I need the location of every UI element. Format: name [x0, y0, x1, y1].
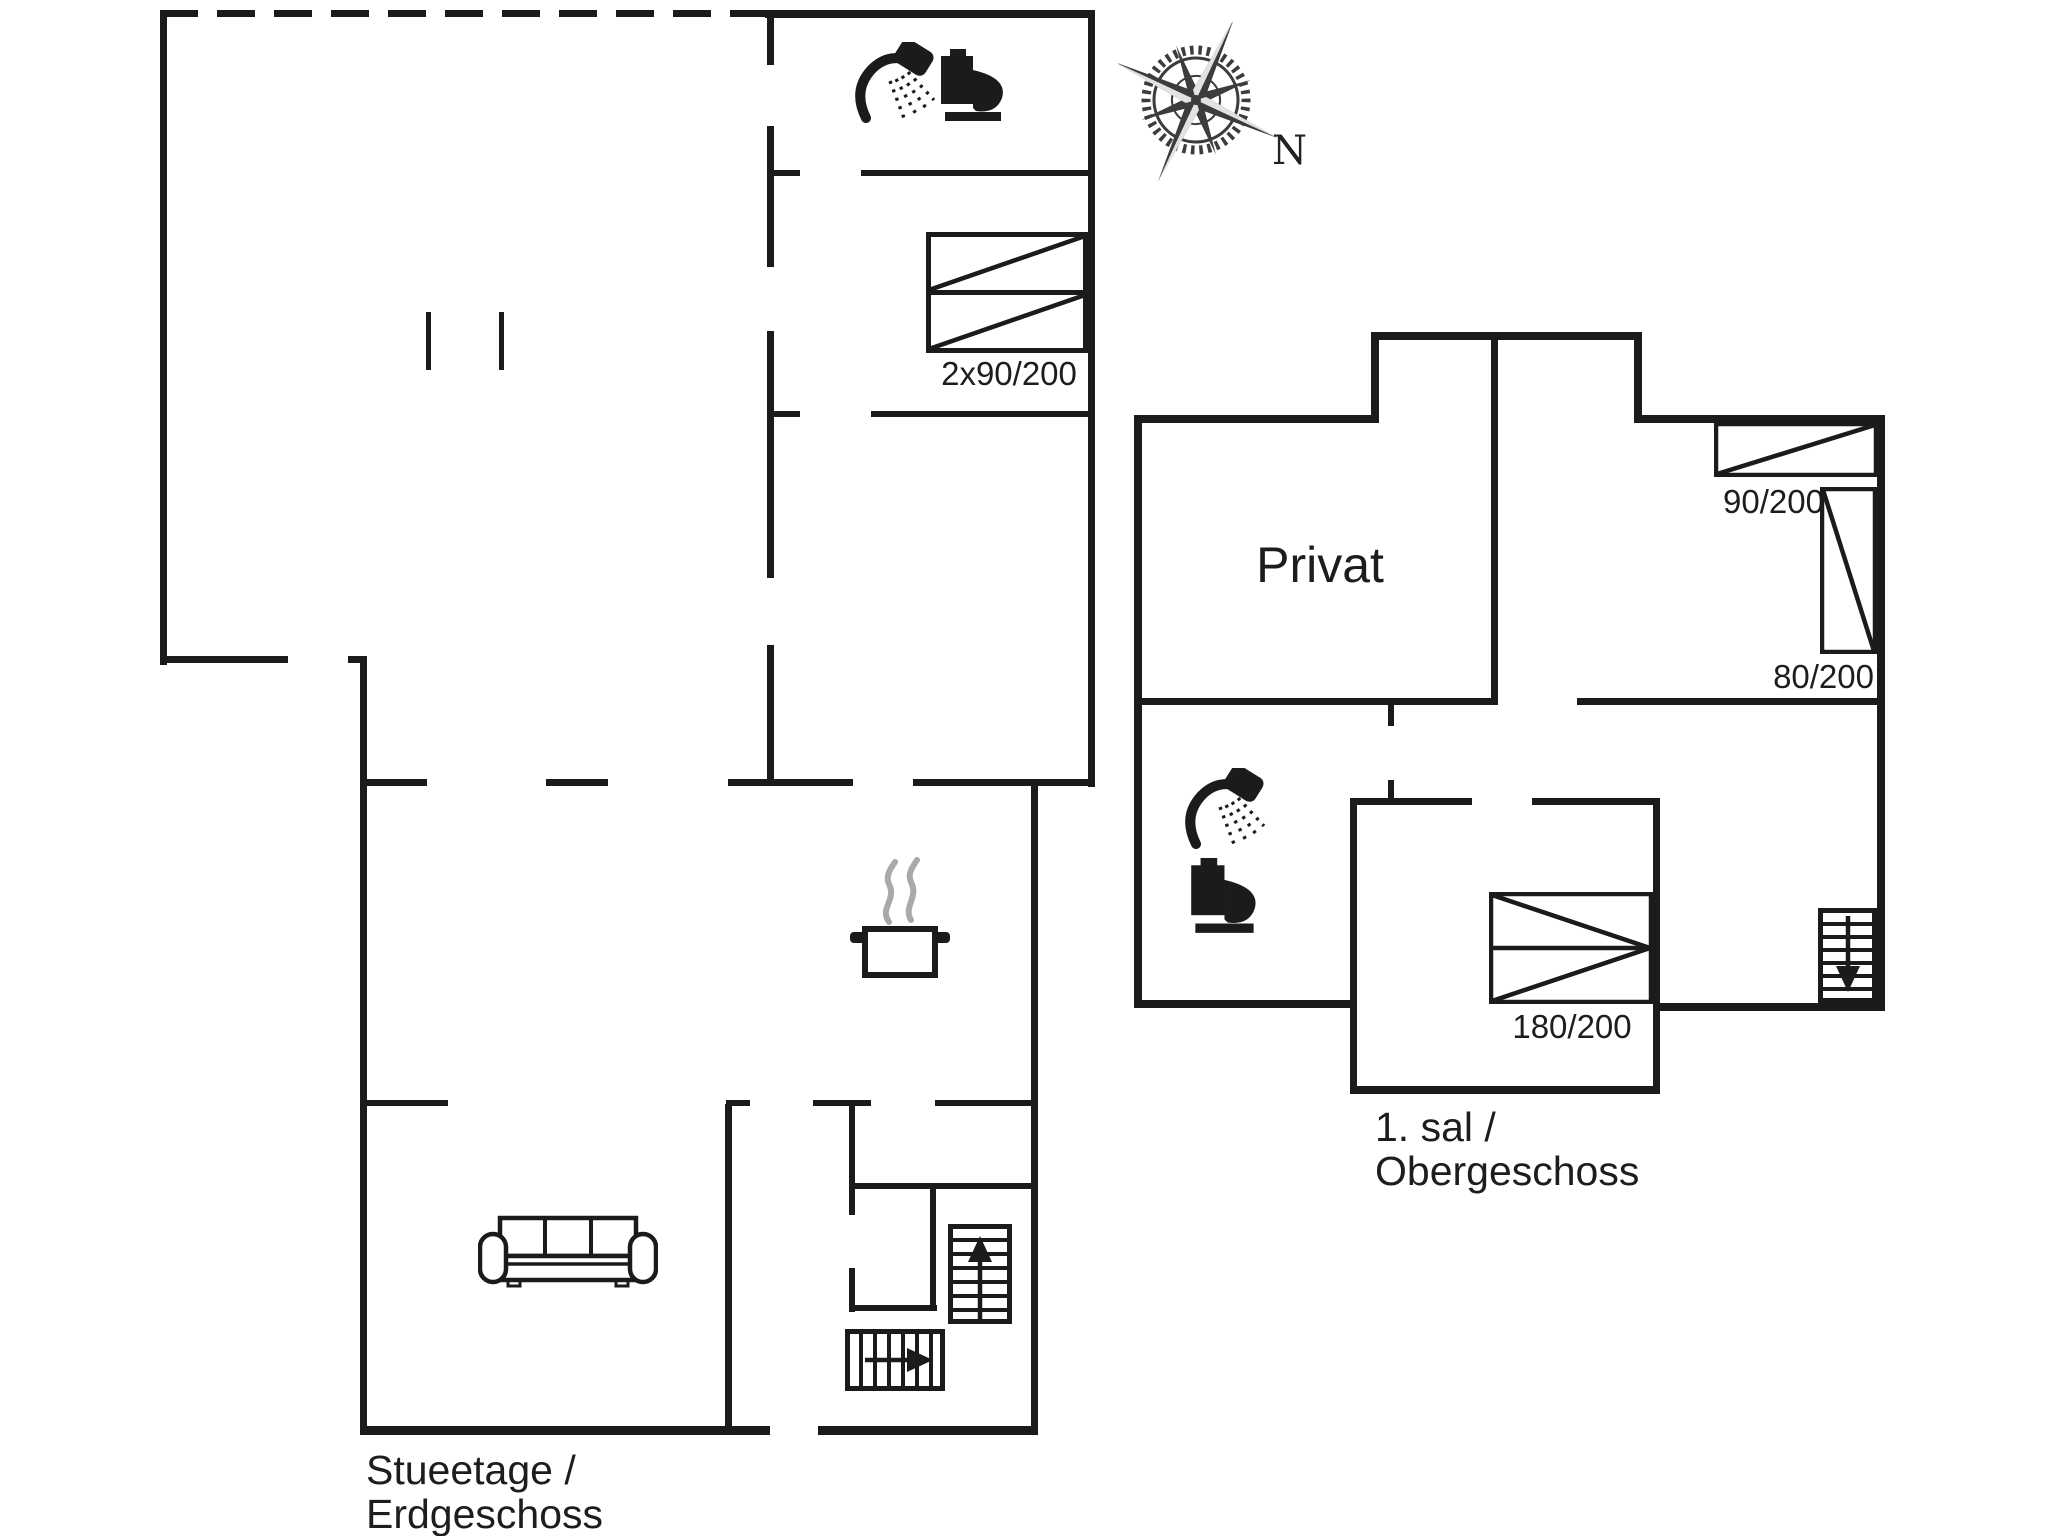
sofa-icon — [478, 1212, 658, 1292]
wall-segment — [1350, 800, 1357, 1093]
wall-segment — [1134, 1000, 1357, 1008]
wall-segment — [930, 1183, 936, 1311]
bed-symbol-90 — [1714, 422, 1878, 477]
wall-segment — [767, 411, 800, 417]
wall-segment — [1653, 800, 1660, 1093]
north-label: N — [1272, 128, 1307, 174]
bed-symbol-80 — [1820, 487, 1877, 654]
wall-segment — [1031, 779, 1038, 1435]
wall-segment — [849, 1305, 937, 1311]
window-tick — [499, 312, 504, 370]
wall-segment — [1134, 415, 1375, 423]
wall-segment — [849, 1104, 855, 1189]
wall-segment — [1371, 332, 1641, 340]
wall-segment — [861, 170, 1095, 176]
wall-segment — [813, 1100, 871, 1106]
wall-segment-dashed — [160, 10, 772, 17]
wall-segment — [1350, 1086, 1660, 1094]
wall-segment — [348, 656, 367, 663]
wall-segment — [1634, 415, 1884, 423]
wall-segment — [726, 1100, 750, 1106]
bed-dimension-label: 80/200 — [1773, 658, 1874, 695]
toilet-icon — [1186, 855, 1264, 940]
wall-segment — [1877, 415, 1885, 1010]
bed-symbol-180 — [1489, 892, 1653, 1004]
ground-floor-title-line1: Stueetage / — [366, 1447, 576, 1493]
shower-icon — [852, 42, 937, 132]
shower-icon — [1182, 768, 1267, 858]
wall-segment — [1653, 1003, 1885, 1011]
wall-segment — [1134, 698, 1497, 705]
toilet-icon — [936, 48, 1011, 126]
wall-segment — [849, 1268, 855, 1312]
wall-segment — [1388, 698, 1394, 726]
stairs-right-icon — [845, 1329, 945, 1391]
wall-segment — [767, 170, 800, 176]
wall-segment — [360, 1100, 448, 1106]
wall-segment — [849, 1189, 855, 1215]
stairs-up-icon — [948, 1224, 1012, 1324]
wall-segment — [1388, 780, 1394, 805]
bed-dimension-label: 2x90/200 — [941, 355, 1077, 392]
wall-segment — [1577, 698, 1884, 705]
wall-segment — [725, 1104, 732, 1430]
stairs-down-icon — [1818, 908, 1877, 1003]
window-tick — [426, 312, 431, 370]
wall-segment — [1088, 10, 1095, 787]
wall-segment — [871, 411, 1095, 417]
wall-segment — [818, 1426, 1038, 1435]
wall-segment — [1350, 798, 1472, 805]
wall-segment — [767, 645, 774, 785]
wall-segment — [1634, 332, 1642, 423]
wall-segment — [913, 779, 1092, 786]
first-floor-title-line1: 1. sal / — [1375, 1104, 1496, 1150]
wall-segment — [1134, 415, 1142, 1008]
wall-segment — [360, 656, 367, 1435]
wall-segment — [361, 779, 427, 786]
compass-rose-icon — [1118, 22, 1278, 182]
wall-segment — [160, 656, 288, 663]
wall-segment — [1532, 798, 1660, 805]
wall-segment — [160, 10, 167, 665]
bed-dimension-label: 180/200 — [1512, 1008, 1632, 1045]
wall-segment — [360, 1426, 770, 1435]
wall-segment — [1491, 332, 1498, 705]
cooking-pot-icon — [845, 850, 955, 980]
wall-segment — [728, 779, 853, 786]
wall-segment — [849, 1183, 1037, 1189]
wall-segment — [935, 1100, 1038, 1106]
ground-floor-title-line2: Erdgeschoss — [366, 1491, 604, 1536]
wall-segment — [767, 10, 774, 65]
wall-segment — [767, 331, 774, 578]
bed-symbol-2x90 — [926, 232, 1088, 353]
wall-segment — [767, 126, 774, 267]
room-label-privat: Privat — [1256, 537, 1384, 593]
wall-segment — [546, 779, 608, 786]
first-floor-title-line2: Obergeschoss — [1375, 1148, 1640, 1194]
wall-segment — [1371, 332, 1379, 423]
wall-segment — [765, 10, 1095, 18]
bed-dimension-label: 90/200 — [1723, 483, 1824, 520]
